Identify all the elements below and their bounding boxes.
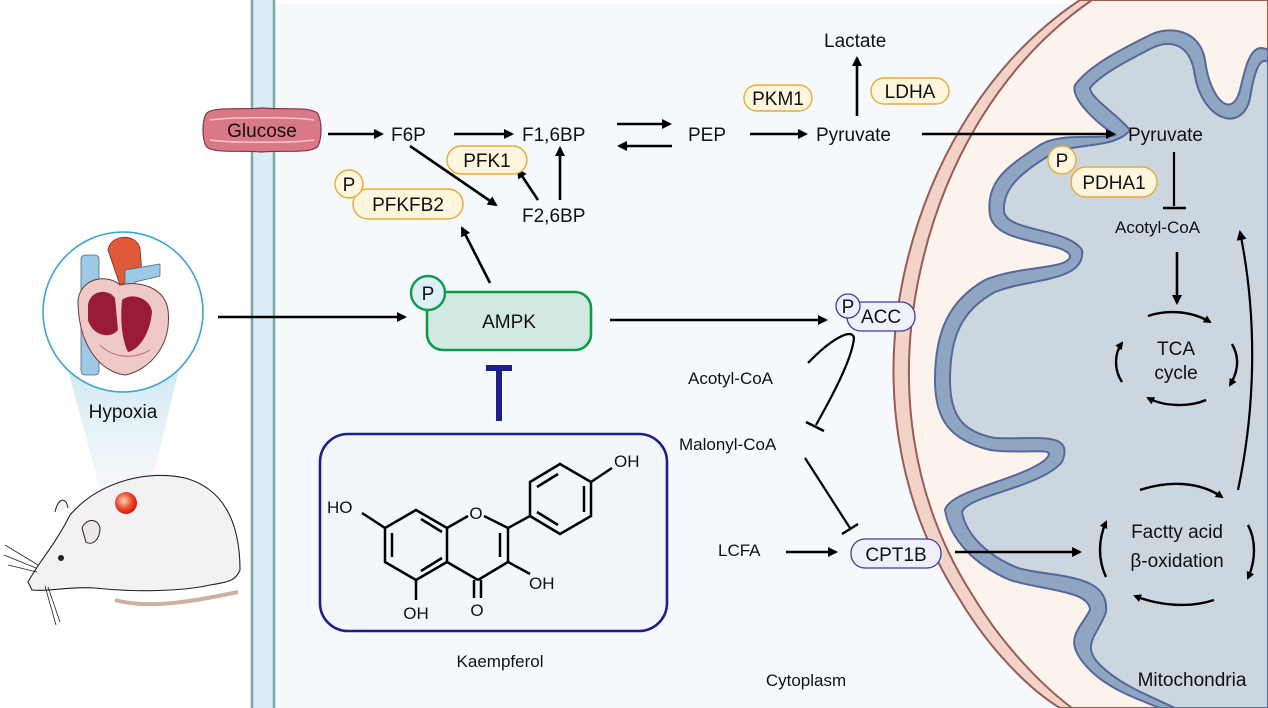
- acetyl-coa-cyto-label: Acotyl-CoA: [688, 369, 774, 388]
- ampk-phospho-label: P: [422, 284, 435, 305]
- molecule-oh-right: OH: [529, 574, 555, 593]
- acc-phospho-badge: [835, 293, 861, 319]
- acc-acetyl-to-malonyl-inhibit: [807, 332, 856, 426]
- pfk1-label: PFK1: [463, 151, 511, 172]
- kaempferol-structure[interactable]: OH HO O OH OH O: [318, 432, 669, 633]
- ampk-label: AMPK: [482, 312, 536, 333]
- f16bp-label: F1,6BP: [522, 125, 585, 146]
- pkm1-label: PKM1: [752, 89, 804, 110]
- heart-icon: [77, 236, 169, 376]
- ldha-enzyme[interactable]: LDHA: [870, 77, 950, 105]
- acc-label: ACC: [861, 307, 901, 328]
- f26bp-to-pfk1-arrow: [516, 168, 540, 201]
- cytoplasm-label: Cytoplasm: [766, 671, 846, 690]
- hypoxia-label: Hypoxia: [89, 402, 158, 423]
- ampk-to-pfkfb2-arrow: [460, 226, 492, 284]
- acetyl-coa-mito-label: Acotyl-CoA: [1115, 218, 1201, 237]
- pep-label: PEP: [688, 125, 726, 146]
- cpt1b-enzyme[interactable]: CPT1B: [850, 538, 942, 569]
- molecule-bonds: [361, 462, 613, 600]
- hypoxia-model: Hypoxia: [3, 231, 241, 626]
- pyruvate-mito-label: Pyruvate: [1128, 125, 1203, 146]
- f26bp-label: F2,6BP: [522, 206, 585, 227]
- molecule-ho-left: HO: [327, 498, 353, 517]
- molecule-ring-o: O: [469, 504, 482, 523]
- malonyl-coa-label: Malonyl-CoA: [679, 435, 777, 454]
- tca-cycle-arrows: [1114, 310, 1239, 407]
- malonyl-inhibit-bar: [805, 420, 825, 433]
- pfkfb2-label: PFKFB2: [372, 195, 444, 216]
- acc-enzyme[interactable]: ACC P: [835, 293, 916, 332]
- pfk1-enzyme[interactable]: PFK1: [446, 145, 528, 175]
- cpt1b-inhibit-bar: [841, 522, 859, 536]
- fao-label-line1: Factty acid: [1131, 522, 1223, 543]
- lcfa-label: LCFA: [718, 541, 761, 560]
- mitochondria-label: Mitochondria: [1138, 670, 1247, 691]
- pdha1-phospho-badge: [1047, 145, 1077, 175]
- cell-membrane: [250, 0, 276, 708]
- mouse-icon: [3, 474, 241, 626]
- pfkfb2-phospho-label: P: [343, 175, 356, 196]
- pdha1-phospho-label: P: [1056, 151, 1069, 172]
- ampk-phospho-badge: [409, 274, 447, 312]
- ampk-node[interactable]: AMPK P: [409, 274, 593, 352]
- kaempferol-inhibition-bar: [486, 365, 512, 421]
- pfkfb2-enzyme[interactable]: PFKFB2 P: [334, 169, 464, 220]
- glucose-label: Glucose: [227, 121, 297, 142]
- lactate-label: Lactate: [824, 31, 886, 52]
- molecule-carbonyl-o: O: [470, 601, 483, 620]
- pdha1-enzyme[interactable]: PDHA1 P: [1047, 145, 1158, 198]
- pyruvate-cyto-label: Pyruvate: [816, 125, 891, 146]
- pkm1-enzyme[interactable]: PKM1: [743, 84, 813, 112]
- fao-to-acetyl-arrow: [1236, 230, 1254, 491]
- mito-matrix: [948, 42, 1268, 708]
- kaempferol-label: Kaempferol: [457, 652, 544, 671]
- tca-label-line1: TCA: [1157, 339, 1195, 360]
- molecule-oh-top: OH: [614, 452, 640, 471]
- ldha-label: LDHA: [885, 82, 936, 103]
- fao-cycle-arrows: [1098, 482, 1256, 607]
- tca-label-line2: cycle: [1154, 363, 1197, 384]
- glucose-transporter: [202, 107, 322, 153]
- pfkfb2-phospho-badge: [334, 169, 364, 199]
- molecule-oh-bottom: OH: [403, 604, 429, 623]
- fao-label-line2: β-oxidation: [1130, 551, 1223, 572]
- malonyl-to-cpt1b-inhibit: [804, 457, 851, 529]
- acc-phospho-label: P: [842, 297, 855, 318]
- f6p-to-f26bp-arrow: [409, 144, 498, 207]
- hypoxia-site-dot: [115, 492, 137, 514]
- pdha1-label: PDHA1: [1082, 173, 1145, 194]
- f6p-label: F6P: [391, 125, 426, 146]
- cpt1b-label: CPT1B: [865, 545, 926, 566]
- mitochondrion: [892, 0, 1268, 708]
